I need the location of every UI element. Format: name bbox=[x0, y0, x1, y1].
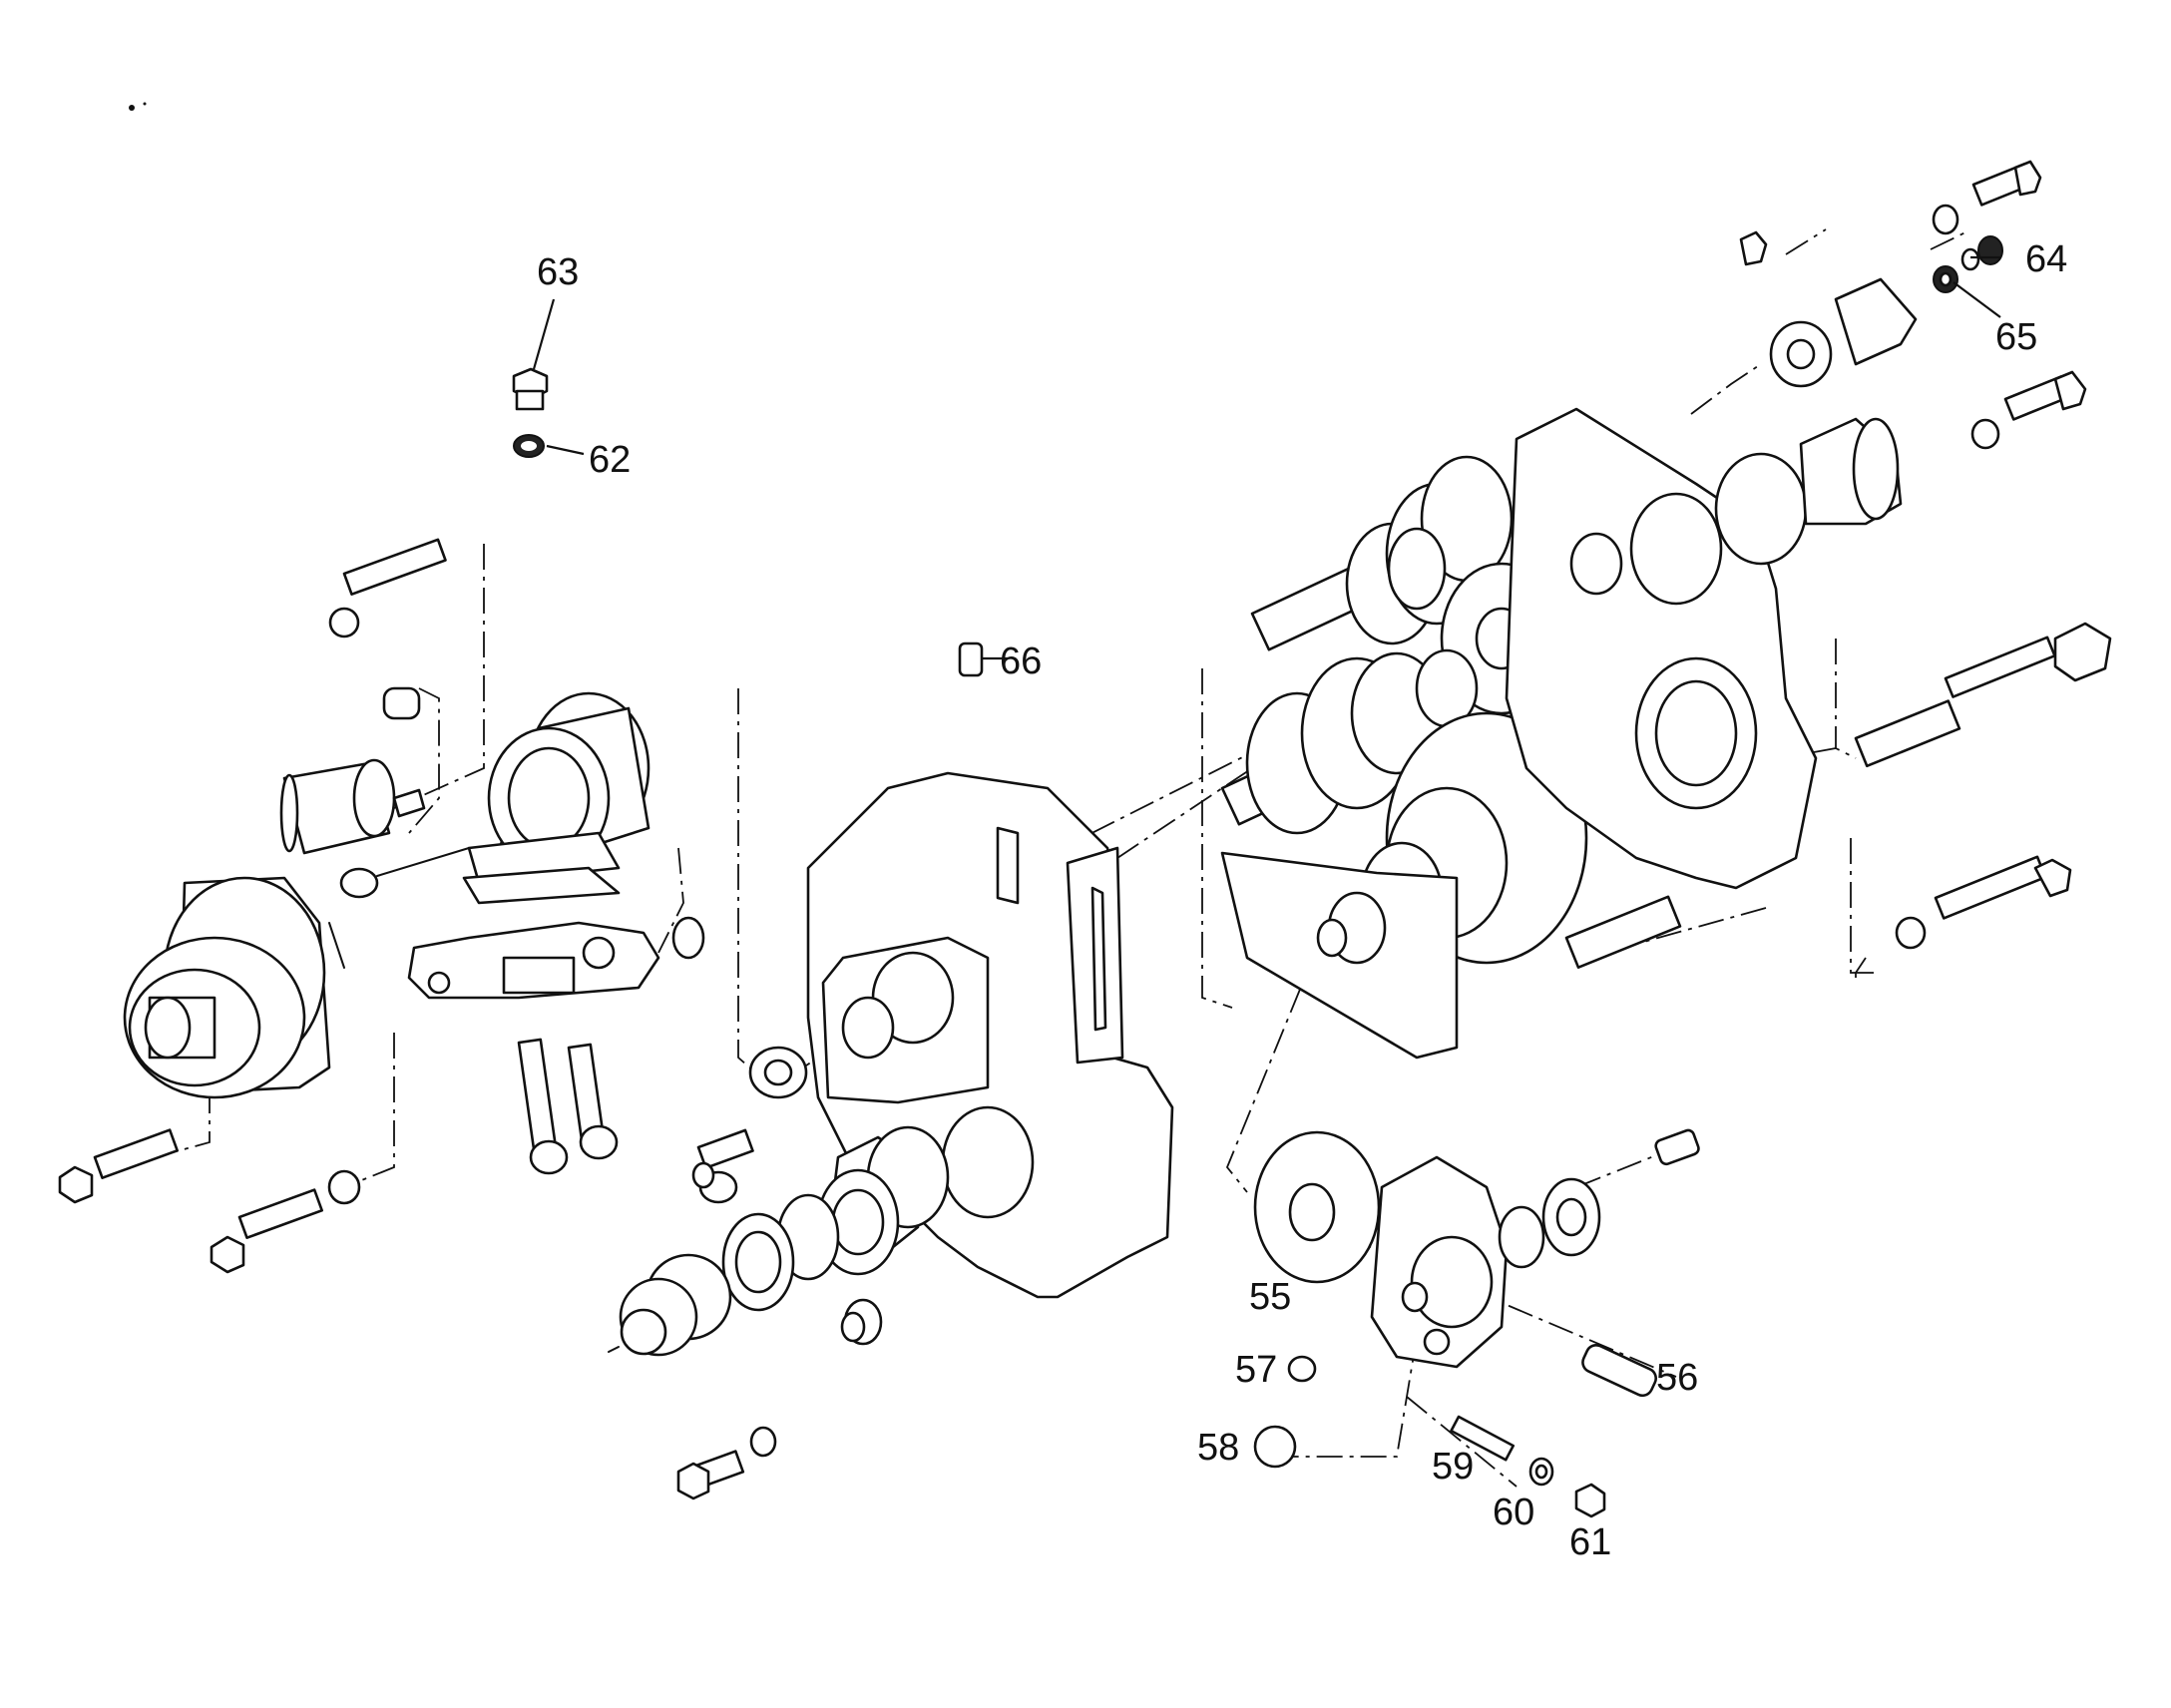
scan-mark bbox=[129, 102, 147, 111]
callout-65: 65 bbox=[1995, 316, 2037, 358]
callout-60: 60 bbox=[1493, 1492, 1534, 1533]
callout-64: 64 bbox=[2025, 238, 2067, 280]
valve-block bbox=[407, 916, 705, 1175]
washer-65 bbox=[1933, 265, 1958, 293]
pto-cover bbox=[1370, 1155, 1509, 1369]
output-flange bbox=[1714, 417, 1903, 566]
left-bolts bbox=[58, 538, 447, 1274]
lower-bolts bbox=[676, 1128, 777, 1500]
plug-66 bbox=[958, 641, 984, 677]
callout-56: 56 bbox=[1656, 1357, 1698, 1399]
plug-58 bbox=[1253, 1425, 1297, 1469]
plug-57 bbox=[1287, 1355, 1317, 1383]
stud-59 bbox=[1450, 1415, 1516, 1462]
pump-assembly bbox=[279, 686, 470, 899]
leader-lines bbox=[532, 255, 2001, 660]
right-bolts bbox=[1564, 370, 2112, 969]
coupling-right bbox=[1498, 1128, 1700, 1269]
nut-64 bbox=[1960, 235, 2003, 271]
top-right-bearing bbox=[1739, 160, 2042, 388]
callout-63: 63 bbox=[537, 251, 579, 293]
gear-55 bbox=[1253, 1130, 1381, 1284]
callout-55: 55 bbox=[1249, 1276, 1291, 1318]
cylinder-housing bbox=[462, 691, 651, 905]
shim-plate bbox=[1220, 851, 1459, 1060]
callout-66: 66 bbox=[1000, 640, 1042, 682]
callout-labels: 63 62 66 64 65 55 56 57 58 59 60 61 bbox=[537, 238, 2067, 1563]
callout-62: 62 bbox=[589, 439, 631, 481]
callout-58: 58 bbox=[1197, 1427, 1239, 1469]
washer-60 bbox=[1528, 1457, 1554, 1487]
ring-62 bbox=[513, 434, 545, 458]
input-shaft-assembly bbox=[608, 1046, 950, 1357]
pin-56 bbox=[1581, 1343, 1657, 1398]
callout-57: 57 bbox=[1235, 1349, 1277, 1391]
callout-61: 61 bbox=[1569, 1521, 1611, 1563]
plug-63 bbox=[512, 367, 549, 411]
callout-59: 59 bbox=[1432, 1446, 1474, 1488]
input-cover-housing bbox=[123, 876, 345, 1099]
nut-61 bbox=[1574, 1483, 1606, 1518]
